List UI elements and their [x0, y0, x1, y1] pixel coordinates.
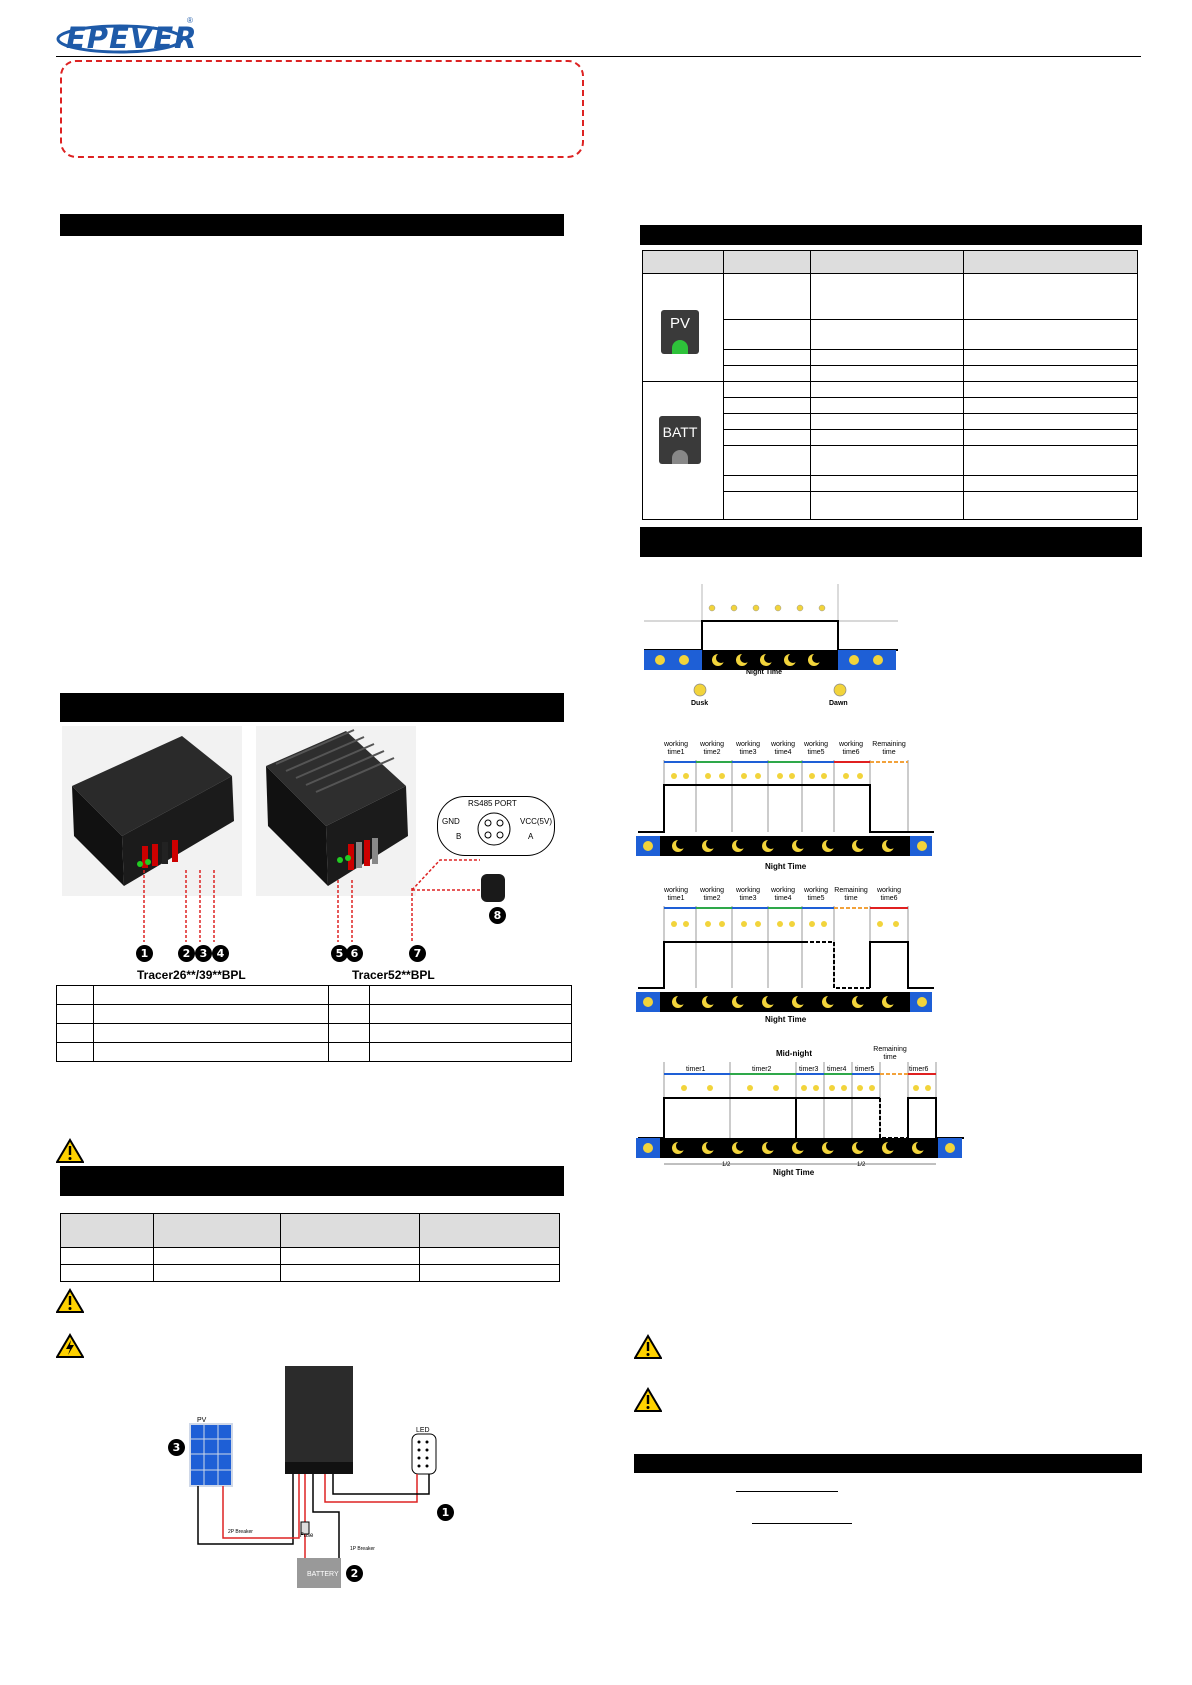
callout-2: 2	[178, 945, 195, 962]
timing-chart-2	[636, 760, 934, 856]
callout-7: 7	[409, 945, 426, 962]
warning-icon	[56, 1138, 84, 1163]
tc1-dawn: Dawn	[829, 700, 848, 707]
wiring-fuse-label: Fuse	[300, 1533, 314, 1539]
tc1-dusk: Dusk	[691, 700, 709, 707]
pv-led-label: PV	[669, 315, 690, 332]
tc4-timer-2: timer2	[752, 1066, 772, 1073]
header-rule	[56, 56, 1141, 57]
wiring-callout-1: 1	[437, 1504, 454, 1521]
warning-icon	[56, 1288, 84, 1313]
tc2-label-1: working time1	[663, 741, 689, 756]
tc4-half-2: 1/2	[857, 1162, 866, 1168]
tc3-label-5: working time5	[803, 887, 829, 902]
section-bar-led	[640, 225, 1142, 245]
section-bar-bottom	[634, 1454, 1142, 1473]
callout-8: 8	[489, 907, 506, 924]
rs485-plug-icon	[481, 874, 505, 902]
logo-text: EPEVER	[66, 21, 198, 55]
tc2-label-5: working time5	[803, 741, 829, 756]
notice-box	[60, 60, 584, 158]
rs485-a: A	[528, 832, 534, 841]
wiring-callout-3: 3	[168, 1439, 185, 1456]
tc4-mid-night: Mid-night	[776, 1049, 812, 1058]
pv-led-icon: PV	[661, 310, 699, 354]
wiring-pv-breaker: 2P Breaker	[228, 1529, 253, 1535]
tc4-timer-4: timer4	[827, 1066, 847, 1073]
tc3-label-2: working time2	[699, 887, 725, 902]
callout-4: 4	[212, 945, 229, 962]
callout-3: 3	[195, 945, 212, 962]
brand-logo: EPEVER ®	[56, 16, 198, 56]
section-bar-3	[60, 1166, 564, 1196]
wiring-pv-label: PV	[197, 1417, 207, 1424]
rs485-gnd: GND	[442, 817, 460, 826]
tc2-label-3: working time3	[735, 741, 761, 756]
warning-icon	[634, 1334, 662, 1359]
section-bar-1	[60, 214, 564, 236]
tc4-timer-1: timer1	[686, 1066, 706, 1073]
rs485-title: RS485 PORT	[468, 799, 517, 808]
timing-chart-3	[636, 906, 934, 1012]
tc2-label-7: Remaining time	[872, 741, 906, 756]
caption-right: Tracer52**BPL	[352, 968, 435, 982]
tc4-timer-3: timer3	[799, 1066, 819, 1073]
caption-left: Tracer26**/39**BPL	[137, 968, 246, 982]
tc3-label-7: working time6	[876, 887, 902, 902]
callout-legend-table	[56, 985, 572, 1062]
section-bar-2	[60, 693, 564, 722]
product-photo-right	[256, 726, 416, 896]
tc1-night-time: Night Time	[746, 669, 783, 676]
tc3-label-6: Remaining time	[834, 887, 868, 902]
tc2-label-4: working time4	[770, 741, 796, 756]
tc3-night-time: Night Time	[765, 1015, 807, 1024]
tc3-label-1: working time1	[663, 887, 689, 902]
timing-chart-1	[644, 584, 898, 697]
callout-1: 1	[136, 945, 153, 962]
registered-mark: ®	[187, 16, 193, 25]
tc3-label-4: working time4	[770, 887, 796, 902]
rs485-b: B	[456, 832, 462, 841]
led-status-table	[642, 250, 1138, 520]
rs485-vcc: VCC(5V)	[520, 817, 553, 826]
tc2-label-6: working time6	[838, 741, 864, 756]
tc2-night-time: Night Time	[765, 862, 807, 871]
rs485-connector-icon	[477, 812, 511, 846]
rs485-callout: RS485 PORT GND VCC(5V) B A	[437, 796, 555, 856]
tc3-label-3: working time3	[735, 887, 761, 902]
batt-led-icon: BATT	[659, 416, 701, 464]
callout-6: 6	[346, 945, 363, 962]
product-photo-left	[62, 726, 242, 896]
tc2-label-2: working time2	[699, 741, 725, 756]
section-bar-timing	[640, 527, 1142, 557]
underline-link-1	[736, 1491, 838, 1492]
callout-leader-lines	[143, 870, 413, 942]
tc4-night-time: Night Time	[773, 1168, 815, 1177]
logo-swoosh-icon	[56, 24, 184, 54]
callout-5: 5	[331, 945, 348, 962]
wiring-led-label: LED	[416, 1427, 430, 1434]
electric-hazard-icon	[56, 1333, 84, 1358]
wiring-batt-breaker: 1P Breaker	[350, 1546, 375, 1552]
underline-link-2	[752, 1523, 852, 1524]
warning-icon	[634, 1387, 662, 1412]
wiring-diagram	[189, 1366, 437, 1588]
tc4-remaining: Remaining time	[873, 1046, 907, 1061]
tc4-timer-5: timer5	[855, 1066, 875, 1073]
wiring-callout-2: 2	[346, 1565, 363, 1582]
tc4-half-1: 1/2	[722, 1162, 731, 1168]
wiring-battery-label: BATTERY	[307, 1571, 339, 1578]
spec-table	[60, 1213, 560, 1282]
rs485-leader-line	[411, 859, 500, 891]
batt-led-label: BATT	[662, 424, 698, 440]
tc4-timer-6: timer6	[909, 1066, 929, 1073]
timing-chart-4	[636, 1062, 964, 1165]
